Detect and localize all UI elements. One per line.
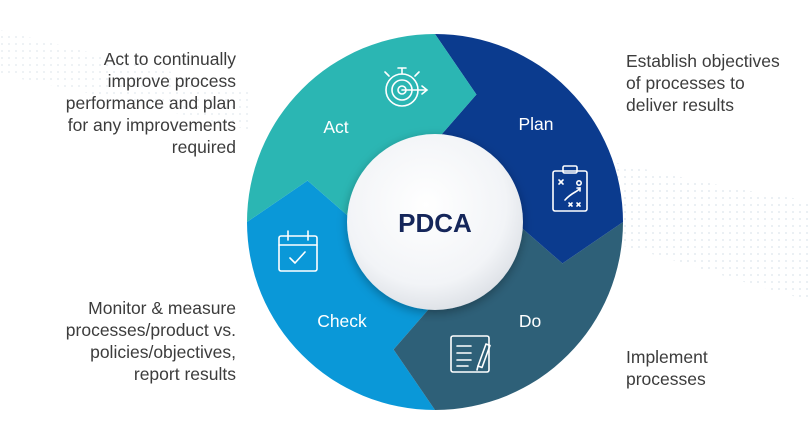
center-label: PDCA	[398, 208, 472, 238]
plan-label: Plan	[518, 114, 553, 134]
act-description: Act to continually improve process perfo…	[65, 49, 236, 157]
act-segment	[247, 34, 477, 222]
plan-description: Establish objectives of processes to del…	[626, 51, 780, 115]
do-label: Do	[519, 311, 541, 331]
clipboard-strategy-icon	[552, 165, 588, 212]
center-hub	[347, 134, 523, 310]
check-description: Monitor & measure processes/product vs. …	[65, 298, 236, 384]
act-label: Act	[323, 117, 348, 137]
stopwatch-target-icon	[384, 67, 429, 107]
do-description: Implement processes	[626, 347, 708, 389]
calendar-check-icon	[278, 230, 318, 272]
document-pen-icon	[450, 335, 491, 373]
plan-segment	[435, 34, 623, 264]
check-label: Check	[317, 311, 367, 331]
check-segment	[247, 180, 435, 410]
